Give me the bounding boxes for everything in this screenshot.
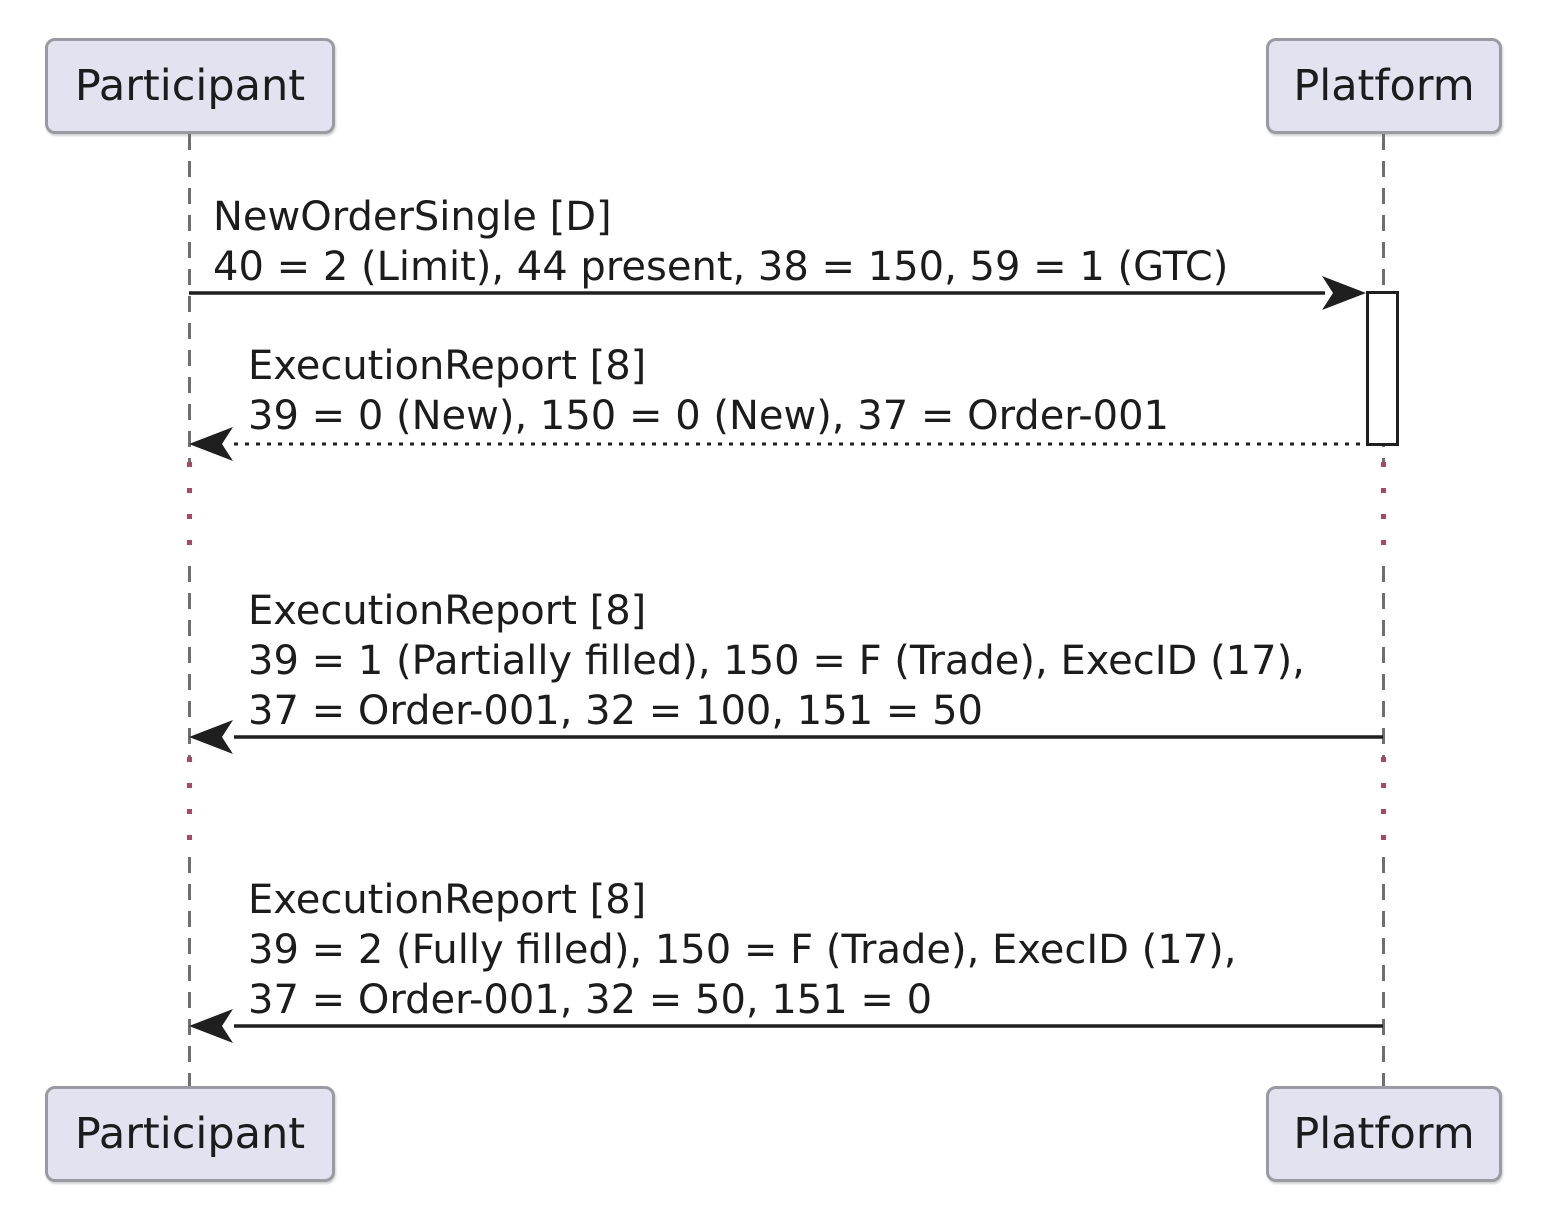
platform-lifeline-segment-2 [1382, 566, 1385, 757]
message-2-title: ExecutionReport [8] [248, 343, 647, 389]
actor-platform-bottom: Platform [1266, 1086, 1502, 1182]
message-3-detail-2: 37 = Order-001, 32 = 100, 151 = 50 [248, 688, 983, 734]
message-4-arrowhead [189, 1009, 233, 1043]
message-3-arrowhead [189, 720, 233, 754]
actor-participant-bottom: Participant [45, 1086, 335, 1182]
message-1-detail-1: 40 = 2 (Limit), 44 present, 38 = 150, 59… [213, 244, 1229, 290]
participant-lifeline-segment-3 [188, 857, 191, 1086]
message-3-label: ExecutionReport [8] 39 = 1 (Partially fi… [248, 586, 1305, 736]
message-3-arrow [189, 720, 1383, 754]
platform-activation-bar [1366, 291, 1399, 446]
message-2-label: ExecutionReport [8] 39 = 0 (New), 150 = … [248, 341, 1169, 441]
message-4-title: ExecutionReport [8] [248, 877, 647, 923]
actor-participant-top-label: Participant [74, 61, 306, 111]
participant-lifeline-segment-2 [188, 566, 191, 757]
participant-lifeline-segment-1 [188, 134, 191, 462]
message-1-title: NewOrderSingle [D] [213, 194, 612, 240]
message-4-detail-1: 39 = 2 (Fully filled), 150 = F (Trade), … [248, 927, 1237, 973]
actor-platform-bottom-label: Platform [1293, 1109, 1475, 1159]
actor-platform-top: Platform [1266, 38, 1502, 134]
actor-platform-top-label: Platform [1293, 61, 1475, 111]
actor-participant-top: Participant [45, 38, 335, 134]
platform-lifeline-segment-3 [1382, 857, 1385, 1086]
message-1-arrowhead [1322, 276, 1366, 310]
message-2-detail-1: 39 = 0 (New), 150 = 0 (New), 37 = Order-… [248, 393, 1169, 439]
participant-lifeline-delay-2 [187, 757, 192, 857]
platform-lifeline-delay-2 [1381, 757, 1386, 857]
message-4-arrow [189, 1009, 1383, 1043]
message-3-title: ExecutionReport [8] [248, 588, 647, 634]
message-1-arrow [189, 276, 1366, 310]
message-4-detail-2: 37 = Order-001, 32 = 50, 151 = 0 [248, 977, 933, 1023]
message-2-arrow [189, 427, 1366, 461]
actor-participant-bottom-label: Participant [74, 1109, 306, 1159]
message-3-detail-1: 39 = 1 (Partially filled), 150 = F (Trad… [248, 638, 1305, 684]
message-2-arrowhead [189, 427, 233, 461]
platform-lifeline-delay-1 [1381, 462, 1386, 564]
message-1-label: NewOrderSingle [D] 40 = 2 (Limit), 44 pr… [213, 192, 1228, 292]
participant-lifeline-delay-1 [187, 462, 192, 564]
message-4-label: ExecutionReport [8] 39 = 2 (Fully filled… [248, 875, 1236, 1025]
